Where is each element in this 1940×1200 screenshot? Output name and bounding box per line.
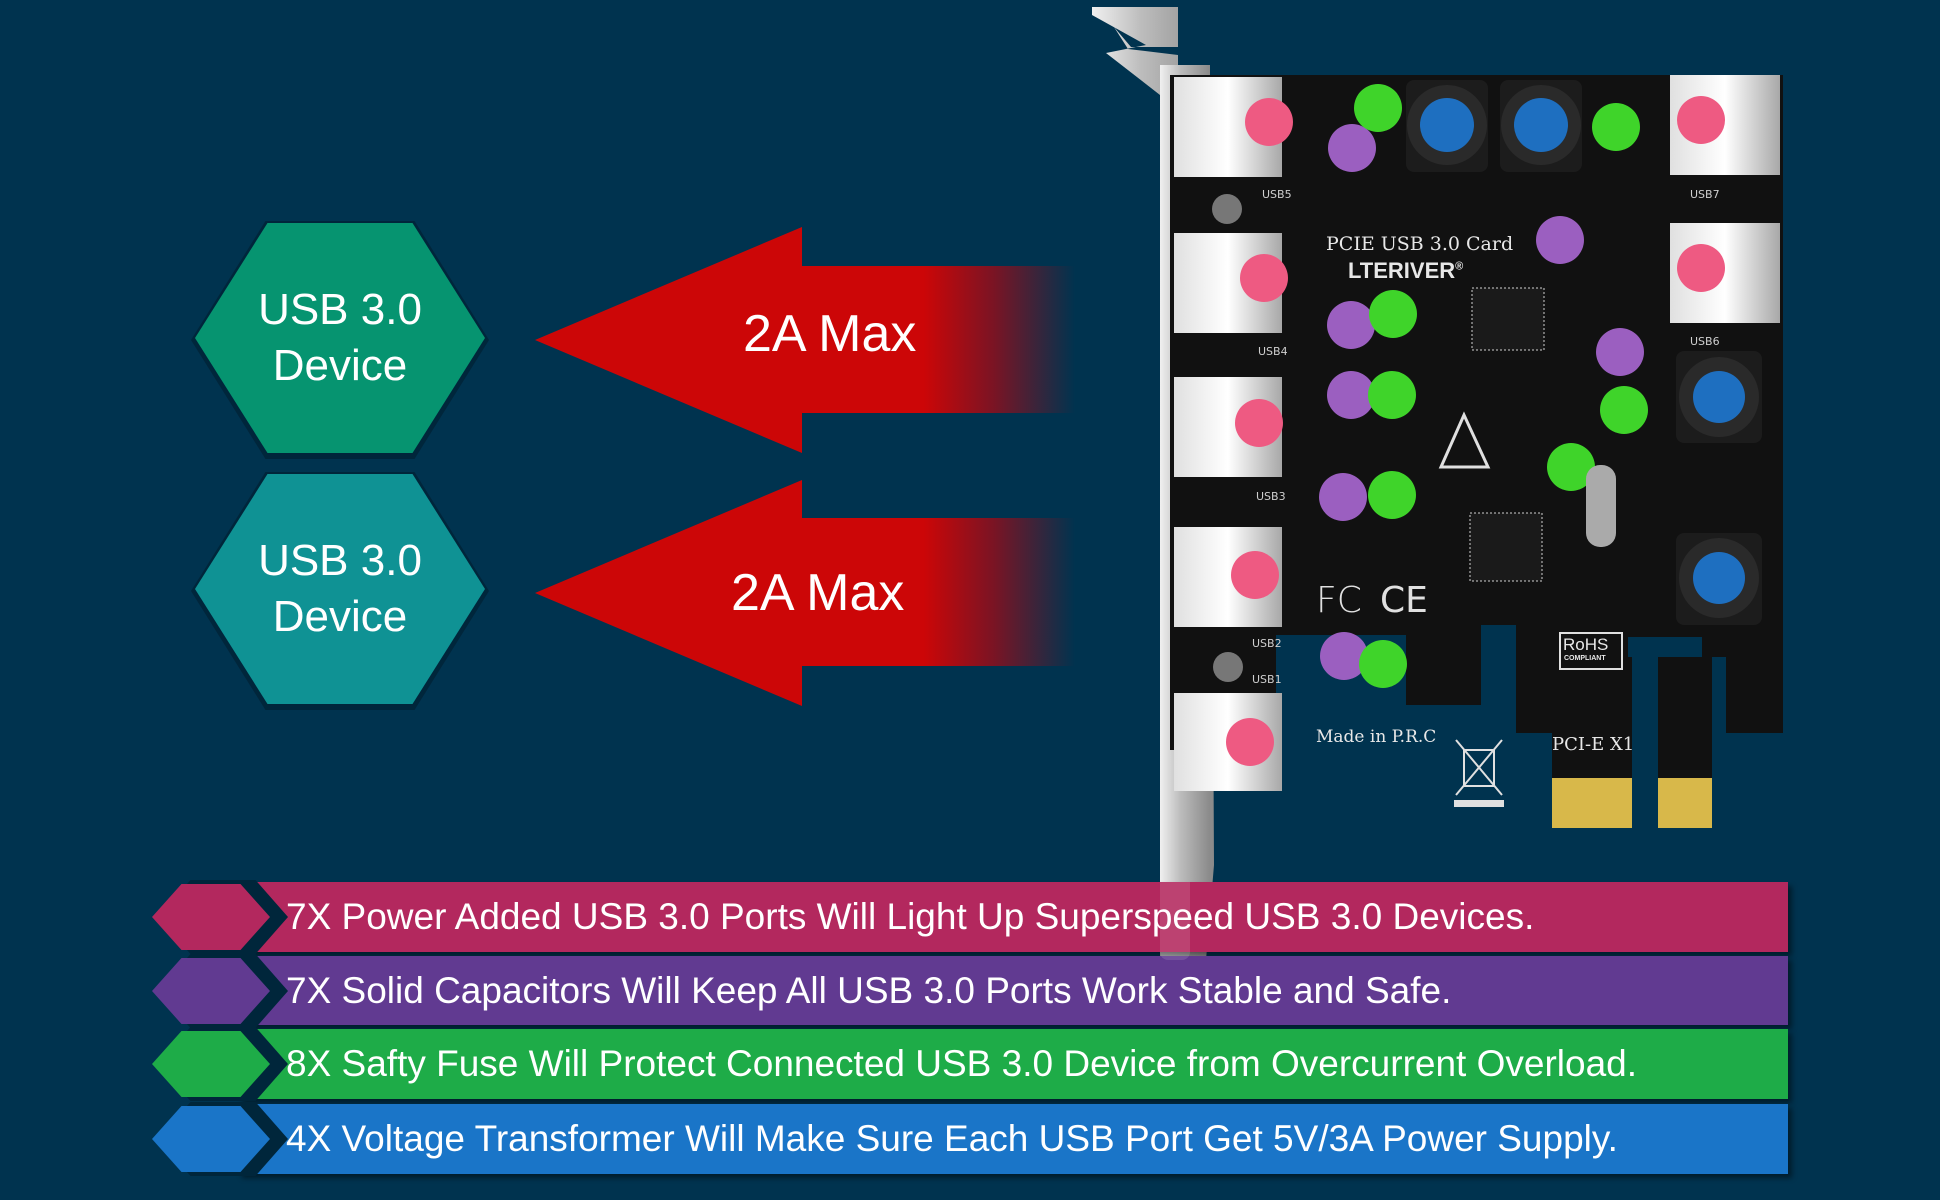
- esd-warning-icon: [1438, 411, 1491, 469]
- rohs-compliant-label: COMPLIANT: [1564, 655, 1606, 662]
- banner-bar: [238, 882, 1788, 952]
- capacitors: [1319, 124, 1644, 680]
- registered-mark: ®: [1455, 260, 1464, 273]
- inductor: [1406, 80, 1488, 172]
- brand-name: LTERIVER: [1348, 258, 1456, 283]
- usb-port-6: [1670, 223, 1780, 323]
- screw-icon: [1213, 652, 1243, 682]
- banner-hex-icon: [152, 958, 270, 1024]
- feature-text: 7X Power Added USB 3.0 Ports Will Light …: [286, 896, 1535, 937]
- usb-device-hexagon-1: USB 3.0 Device: [195, 223, 485, 453]
- feature-banner-fuses: 8X Safty Fuse Will Protect Connected USB…: [152, 1027, 1788, 1101]
- ce-logo: CE: [1380, 580, 1428, 621]
- device-label-line2: Device: [272, 341, 408, 390]
- banner-hex-icon: [152, 1106, 270, 1172]
- made-in-label: Made in P.R.C: [1316, 727, 1437, 747]
- banner-hex-icon: [152, 884, 270, 950]
- feature-text: 7X Solid Capacitors Will Keep All USB 3.…: [286, 970, 1452, 1011]
- port-label-usb6: USB6: [1690, 335, 1720, 348]
- circuit-board: [1170, 75, 1783, 750]
- bracket-tail-overlay: [1160, 882, 1190, 960]
- usb-port-7: [1670, 75, 1780, 175]
- arrow-shape: [535, 480, 1075, 706]
- fuses: [1354, 84, 1648, 688]
- feature-banner-transformers: 4X Voltage Transformer Will Make Sure Ea…: [152, 1102, 1788, 1176]
- port-label-usb2: USB2: [1252, 637, 1282, 650]
- port-label-usb7: USB7: [1690, 188, 1720, 201]
- banner-bar: [238, 956, 1788, 1025]
- inductor: [1676, 351, 1762, 443]
- pcie-usb-card-image: PCIE USB 3.0 Card LTERIVER® FC CE Made i…: [1086, 5, 1786, 965]
- power-arrow-2: [535, 480, 1075, 706]
- weee-bin-icon: [1455, 739, 1503, 796]
- feature-banner-ports: 7X Power Added USB 3.0 Ports Will Light …: [152, 880, 1788, 954]
- gold-fingers-b: [1658, 778, 1712, 828]
- arrow-label-2: 2A Max: [731, 564, 905, 622]
- usb-port-1: [1174, 693, 1282, 791]
- usb-device-hexagon-2: USB 3.0 Device: [195, 474, 485, 704]
- port-label-usb3: USB3: [1256, 490, 1286, 503]
- device-label-line1: USB 3.0: [258, 536, 422, 585]
- banner-bar: [238, 1029, 1788, 1099]
- crystal-oscillator: [1586, 465, 1616, 547]
- rohs-box: [1559, 632, 1623, 670]
- feature-text: 8X Safty Fuse Will Protect Connected USB…: [286, 1043, 1638, 1084]
- arrow-label-1: 2A Max: [743, 305, 917, 363]
- port-label-usb1: USB1: [1252, 673, 1282, 686]
- usb-port-4: [1174, 233, 1288, 333]
- brand-logo: LTERIVER®: [1348, 258, 1463, 284]
- inductor: [1500, 80, 1582, 172]
- hub-chip: [1471, 287, 1545, 351]
- arrow-shape: [535, 227, 1075, 453]
- usb-port-2: [1174, 527, 1282, 627]
- controller-chip: [1469, 512, 1543, 582]
- device-label-line2: Device: [272, 592, 408, 641]
- banner-hex-icon: [152, 1031, 270, 1097]
- fcc-logo: FC: [1316, 580, 1362, 621]
- banner-bar: [238, 1104, 1788, 1174]
- rohs-label: RoHS: [1563, 635, 1609, 654]
- feature-text: 4X Voltage Transformer Will Make Sure Ea…: [286, 1118, 1618, 1159]
- card-illustration: [1092, 7, 1783, 960]
- port-label-usb5: USB5: [1262, 188, 1292, 201]
- power-arrow-1: [535, 227, 1075, 453]
- device-label-line1: USB 3.0: [258, 285, 422, 334]
- feature-banner-capacitors: 7X Solid Capacitors Will Keep All USB 3.…: [152, 954, 1788, 1028]
- gold-fingers-a: [1552, 778, 1632, 828]
- screw-icon: [1212, 194, 1242, 224]
- usb-port-5: [1174, 77, 1293, 177]
- slot-label: PCI-E X1: [1552, 734, 1635, 755]
- port-label-usb4: USB4: [1258, 345, 1288, 358]
- inductor: [1676, 533, 1762, 625]
- usb-port-3: [1174, 377, 1283, 477]
- card-title: PCIE USB 3.0 Card: [1326, 233, 1514, 255]
